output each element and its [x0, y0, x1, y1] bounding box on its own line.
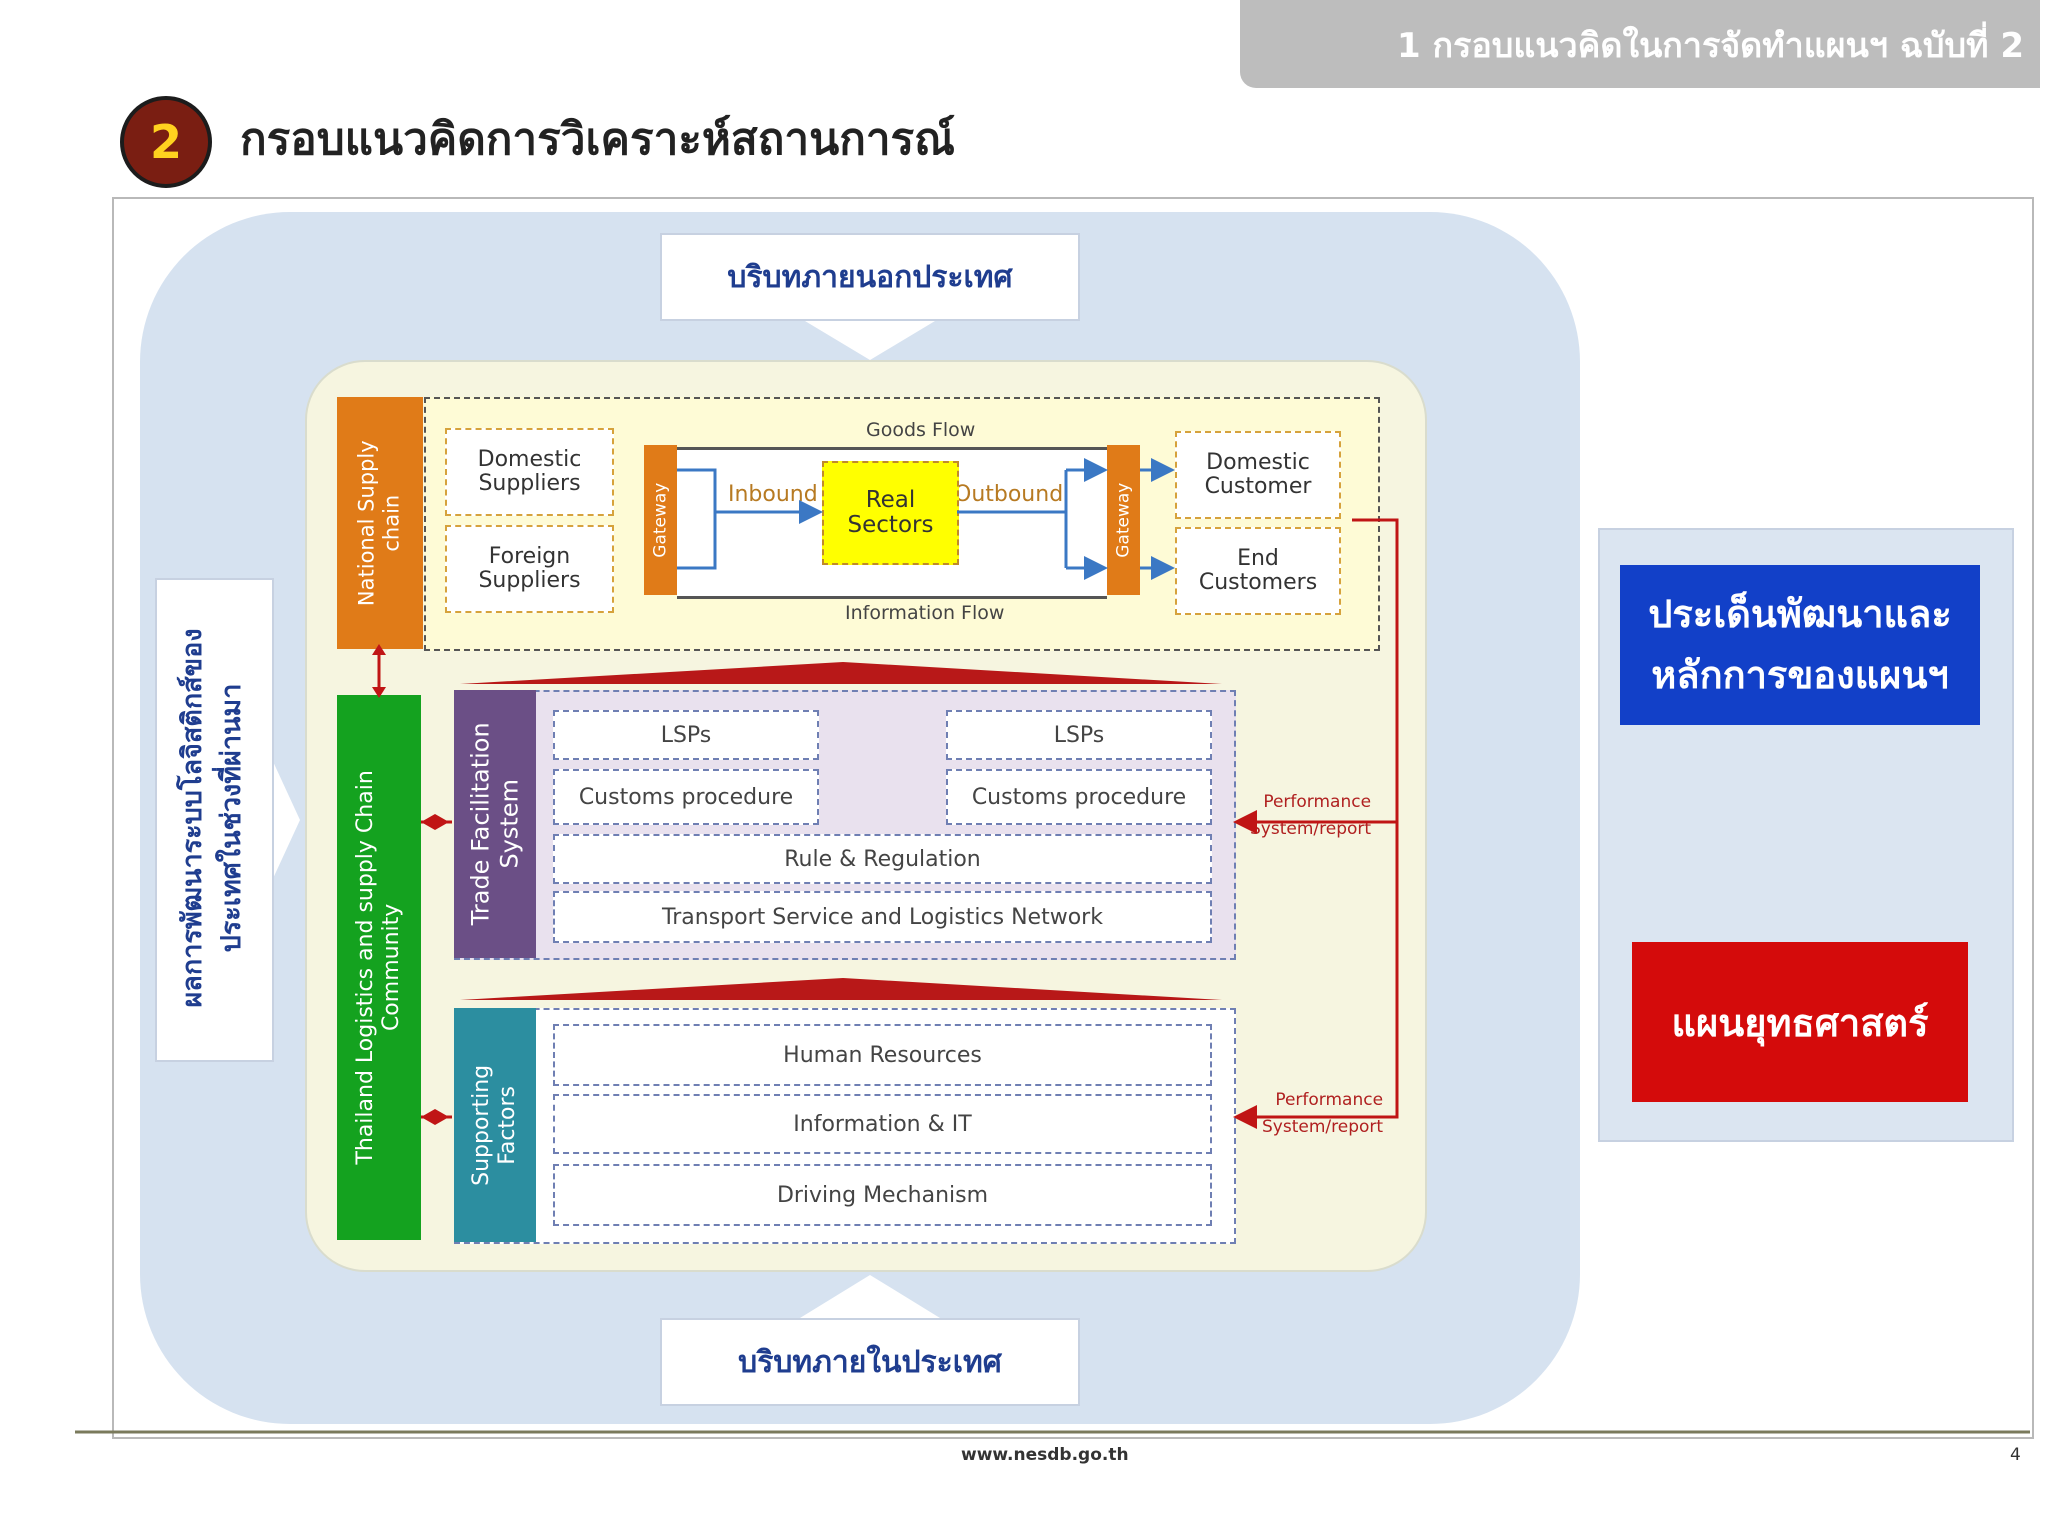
transport-network-box: Transport Service and Logistics Network: [553, 891, 1212, 943]
section-header-tab: 1 กรอบแนวคิดในการจัดทำแผนฯ ฉบับที่ 2: [1240, 0, 2040, 88]
information-flow-label: Information Flow: [845, 602, 1005, 624]
lsps-left-box: LSPs: [553, 710, 819, 760]
gateway-left-link: [677, 468, 717, 570]
driving-mechanism-box: Driving Mechanism: [553, 1164, 1212, 1226]
rule-regulation-box: Rule & Regulation: [553, 834, 1212, 884]
real-sectors-box: Real Sectors: [822, 461, 959, 565]
section-number-badge: 2: [120, 96, 212, 188]
performance-lower-line-2: System/report: [1262, 1117, 1384, 1138]
past-results-box: [155, 578, 274, 1062]
performance-report-label-upper: Performance System/report: [1250, 789, 1371, 843]
section-label: 1 กรอบแนวคิดในการจัดทำแผนฯ ฉบับที่ 2: [1397, 26, 2024, 66]
performance-upper-line-2: System/report: [1250, 819, 1372, 840]
foreign-suppliers-box: Foreign Suppliers: [445, 525, 614, 613]
community-bar: Thailand Logistics and supply Chain Comm…: [337, 695, 421, 1240]
past-results-arrow: [270, 755, 300, 885]
end-customers-box: End Customers: [1175, 527, 1341, 615]
customs-right-box: Customs procedure: [946, 769, 1212, 825]
gateway-right-bar: Gateway: [1107, 445, 1140, 595]
customs-left-box: Customs procedure: [553, 769, 819, 825]
external-context-box: บริบทภายนอกประเทศ: [660, 233, 1080, 321]
human-resources-box: Human Resources: [553, 1024, 1212, 1086]
performance-upper-line-1: Performance: [1263, 792, 1372, 812]
internal-context-arrow: [800, 1275, 940, 1318]
performance-report-label-lower: Performance System/report: [1262, 1087, 1383, 1141]
information-it-box: Information & IT: [553, 1094, 1212, 1154]
feedback-lower-line: [1233, 518, 1399, 1129]
supporting-factors-bar: Supporting Factors: [454, 1008, 536, 1242]
gateway-left-bar: Gateway: [644, 445, 677, 595]
domestic-suppliers-box: Domestic Suppliers: [445, 428, 614, 516]
domestic-customer-box: Domestic Customer: [1175, 431, 1341, 519]
external-context-arrow: [800, 318, 940, 360]
lower-roof-triangle: [460, 978, 1222, 1000]
footer-url: www.nesdb.go.th: [961, 1445, 1129, 1465]
lsps-right-box: LSPs: [946, 710, 1212, 760]
performance-lower-line-1: Performance: [1275, 1090, 1384, 1110]
issues-line-2: หลักการของแผนฯ: [1651, 653, 1949, 697]
outbound-label: Outbound: [954, 482, 1064, 507]
outer-arrow-tip: [1440, 220, 1575, 1420]
development-issues-box: ประเด็นพัฒนาและ หลักการของแผนฯ: [1620, 565, 1980, 725]
internal-context-box: บริบทภายในประเทศ: [660, 1318, 1080, 1406]
trade-facilitation-bar: Trade Facilitation System: [454, 690, 536, 958]
national-supply-chain-bar: National Supply chain: [337, 397, 423, 649]
strategic-plan-box: แผนยุทธศาสตร์: [1632, 942, 1968, 1102]
upper-roof-triangle: [460, 662, 1222, 684]
page-number: 4: [2010, 1445, 2021, 1465]
goods-flow-label: Goods Flow: [866, 419, 976, 441]
page-title: กรอบแนวคิดการวิเคราะห์สถานการณ์: [240, 114, 955, 165]
issues-line-1: ประเด็นพัฒนาและ: [1648, 592, 1952, 637]
